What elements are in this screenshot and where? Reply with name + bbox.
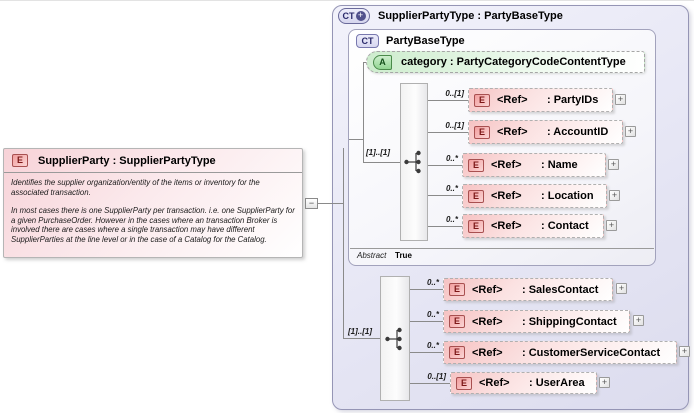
- element-badge: E: [468, 219, 484, 233]
- cardinality-label: 0..[1]: [445, 121, 464, 130]
- element-name-label: : AccountID: [547, 126, 609, 138]
- connector-line: [428, 165, 462, 166]
- collapse-icon[interactable]: −: [305, 198, 318, 209]
- element-salescontact[interactable]: E <Ref> : SalesContact: [443, 278, 613, 301]
- description-paragraph: Identifies the supplier organization/ent…: [11, 178, 260, 197]
- sequence-compositor-icon: [400, 83, 428, 241]
- ct-badge-label: CT: [342, 11, 355, 21]
- connector-line: [363, 162, 400, 163]
- element-badge: E: [449, 346, 465, 359]
- element-ref-label: <Ref>: [479, 377, 510, 389]
- group-cardinality-label: [1]..[1]: [366, 148, 390, 157]
- attribute-label: category : PartyCategoryCodeContentType: [401, 56, 626, 68]
- element-badge: E: [449, 315, 465, 328]
- element-header: E SupplierParty : SupplierPartyType: [4, 149, 302, 173]
- element-badge: E: [12, 154, 28, 167]
- sequence-compositor-icon: [380, 276, 410, 401]
- element-ref-label: <Ref>: [491, 190, 522, 202]
- complex-type-icon: CT +: [338, 8, 370, 24]
- connector-line: [410, 289, 443, 290]
- base-type-icon: CT: [356, 34, 379, 48]
- element-name-label: : PartyIDs: [547, 94, 599, 106]
- element-name-label: : CustomerServiceContact: [522, 346, 661, 359]
- cardinality-label: 0..*: [445, 215, 458, 224]
- expand-icon[interactable]: +: [615, 94, 626, 105]
- element-badge: E: [474, 125, 490, 139]
- connector-line: [428, 195, 462, 196]
- element-name-label: : ShippingContact: [522, 315, 617, 328]
- element-name-label: : SalesContact: [522, 283, 599, 296]
- element-contact[interactable]: E <Ref> : Contact: [462, 214, 604, 238]
- element-badge: E: [468, 189, 484, 203]
- connector-line: [343, 338, 380, 339]
- expand-icon[interactable]: +: [609, 190, 620, 201]
- cardinality-label: 0..*: [426, 278, 439, 287]
- group-cardinality-label: [1]..[1]: [348, 327, 372, 336]
- element-ref-label: <Ref>: [491, 220, 522, 232]
- cardinality-label: 0..*: [445, 184, 458, 193]
- cardinality-label: 0..*: [445, 154, 458, 163]
- connector-line: [363, 62, 367, 63]
- element-userarea[interactable]: E <Ref> : UserArea: [450, 372, 597, 394]
- description-paragraph: In most cases there is one SupplierParty…: [11, 206, 295, 244]
- element-badge: E: [468, 158, 484, 172]
- derived-plus-icon: +: [355, 11, 366, 21]
- expand-icon[interactable]: +: [633, 315, 644, 326]
- attribute-category[interactable]: A category : PartyCategoryCodeContentTyp…: [366, 51, 645, 73]
- element-ref-label: <Ref>: [497, 126, 528, 138]
- element-ref-label: <Ref>: [472, 346, 503, 359]
- element-shippingcontact[interactable]: E <Ref> : ShippingContact: [443, 310, 630, 333]
- connector-line: [410, 383, 450, 384]
- connector-trunk: [363, 62, 364, 162]
- cardinality-label: 0..[1]: [445, 89, 464, 98]
- element-name-label: : Location: [541, 190, 594, 202]
- connector-line: [428, 100, 468, 101]
- connector-line: [410, 352, 443, 353]
- element-name-label: : Name: [541, 159, 578, 171]
- base-type-title: PartyBaseType: [386, 35, 465, 47]
- connector-trunk: [343, 148, 344, 339]
- element-name-label: : Contact: [541, 220, 589, 232]
- element-badge: E: [449, 283, 465, 296]
- expand-icon[interactable]: +: [679, 346, 690, 357]
- element-ref-label: <Ref>: [472, 283, 503, 296]
- element-name[interactable]: E <Ref> : Name: [462, 153, 606, 177]
- expand-icon[interactable]: +: [608, 159, 619, 170]
- element-ref-label: <Ref>: [497, 94, 528, 106]
- element-supplierparty[interactable]: E SupplierParty : SupplierPartyType Iden…: [3, 148, 303, 258]
- connector-line: [349, 139, 363, 140]
- abstract-property-label: Abstract: [357, 251, 387, 260]
- cardinality-label: 0..[1]: [427, 372, 446, 381]
- expand-icon[interactable]: +: [616, 283, 627, 294]
- element-ref-label: <Ref>: [491, 159, 522, 171]
- element-partyids[interactable]: E <Ref> : PartyIDs: [468, 88, 613, 112]
- cardinality-label: 0..*: [426, 310, 439, 319]
- element-description: Identifies the supplier organization/ent…: [4, 173, 302, 245]
- element-customerservicecontact[interactable]: E <Ref> : CustomerServiceContact: [443, 341, 677, 364]
- element-location[interactable]: E <Ref> : Location: [462, 184, 607, 208]
- expand-icon[interactable]: +: [625, 126, 636, 137]
- element-name-label: : UserArea: [529, 377, 585, 389]
- element-badge: E: [456, 376, 472, 390]
- connector-line: [428, 226, 462, 227]
- element-title: SupplierParty : SupplierPartyType: [38, 154, 216, 167]
- expand-icon[interactable]: +: [599, 377, 610, 388]
- connector-line: [428, 132, 468, 133]
- attribute-badge: A: [373, 54, 392, 70]
- element-accountid[interactable]: E <Ref> : AccountID: [468, 120, 623, 144]
- abstract-property-value: True: [395, 251, 412, 260]
- element-ref-label: <Ref>: [472, 315, 503, 328]
- element-badge: E: [474, 93, 490, 107]
- complex-type-title: SupplierPartyType : PartyBaseType: [378, 10, 563, 22]
- connector-line: [410, 321, 443, 322]
- expand-icon[interactable]: +: [606, 220, 617, 231]
- divider: [350, 248, 654, 249]
- connector-line: [318, 203, 343, 204]
- cardinality-label: 0..*: [426, 341, 439, 350]
